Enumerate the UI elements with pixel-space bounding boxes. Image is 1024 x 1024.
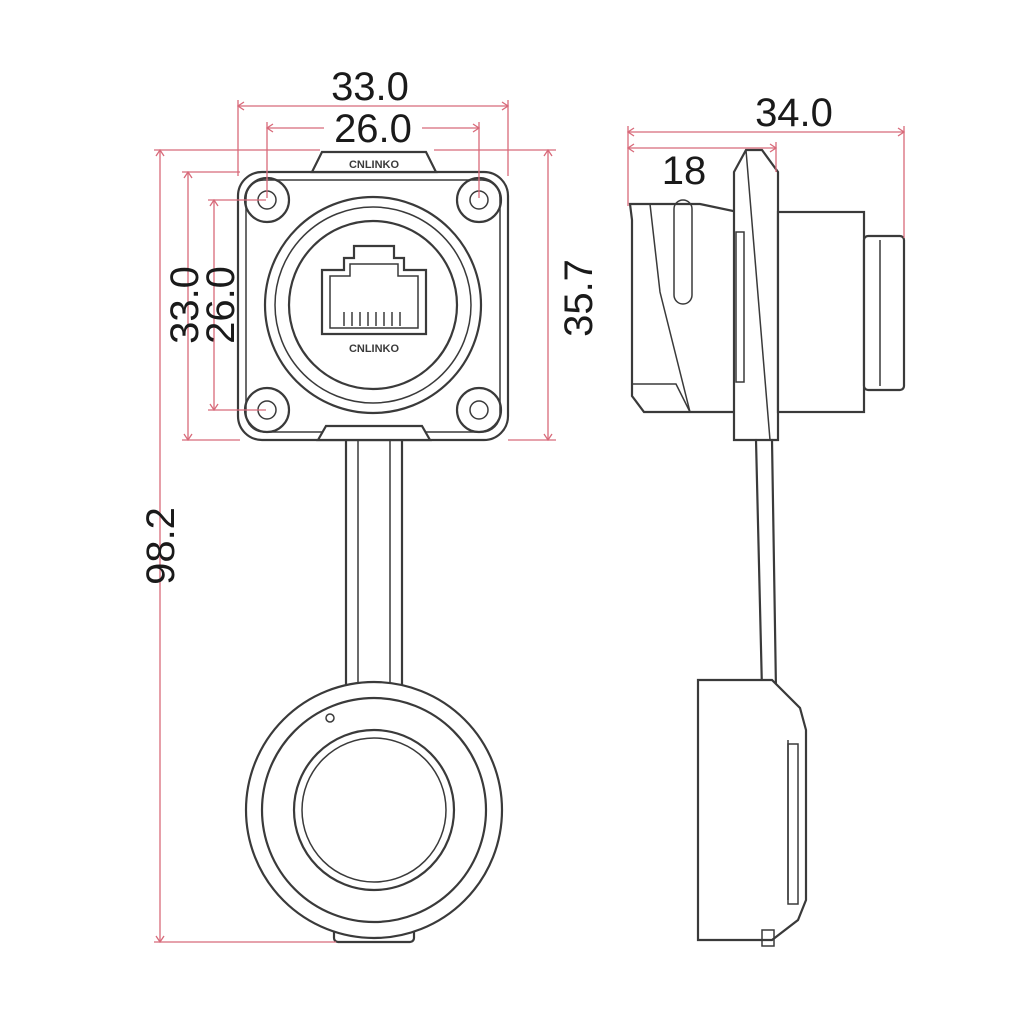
dim-flange-height: 35.7 [434, 148, 601, 442]
side-rear-body [776, 210, 906, 414]
dim-width-holes-text: 26.0 [334, 107, 412, 151]
dim-total-length-text: 98.2 [139, 507, 183, 585]
threaded-ring [263, 195, 483, 415]
dim-height-outer: 33.0 [163, 170, 240, 442]
dim-side-front: 18 [626, 142, 778, 193]
dim-width-outer-text: 33.0 [331, 65, 409, 109]
dim-side-depth: 34.0 [626, 91, 906, 238]
top-logo-text: CNLINKO [349, 159, 400, 171]
side-strap [754, 438, 778, 692]
dim-height-holes: 26.0 [199, 198, 266, 412]
dim-height-outer-text: 33.0 [163, 266, 207, 344]
mounting-hole-bottom-right [455, 386, 503, 434]
side-grip-body [628, 199, 740, 414]
dim-side-depth-text: 34.0 [755, 91, 833, 135]
rj45-contacts [343, 312, 401, 326]
rj45-jack: CNLINKO [320, 244, 428, 355]
dim-width-holes: 26.0 [265, 107, 481, 198]
dust-cap [244, 680, 504, 944]
dimension-annotations: 33.0 26.0 33.0 26.0 [139, 65, 906, 944]
dim-side-front-text: 18 [662, 149, 707, 193]
dim-total-length: 98.2 [139, 148, 336, 944]
dim-width-outer: 33.0 [236, 65, 510, 176]
dim-height-holes-text: 26.0 [199, 266, 243, 344]
top-logo-tab: CNLINKO [310, 150, 438, 174]
side-view [628, 148, 906, 947]
lanyard-strap [344, 430, 404, 694]
front-view: CNLINKO [236, 150, 510, 944]
jack-logo-text: CNLINKO [349, 343, 400, 355]
side-flange-plate [732, 148, 780, 442]
dim-flange-height-text: 35.7 [557, 259, 601, 337]
side-cap [696, 678, 808, 947]
bottom-tab [316, 424, 432, 442]
